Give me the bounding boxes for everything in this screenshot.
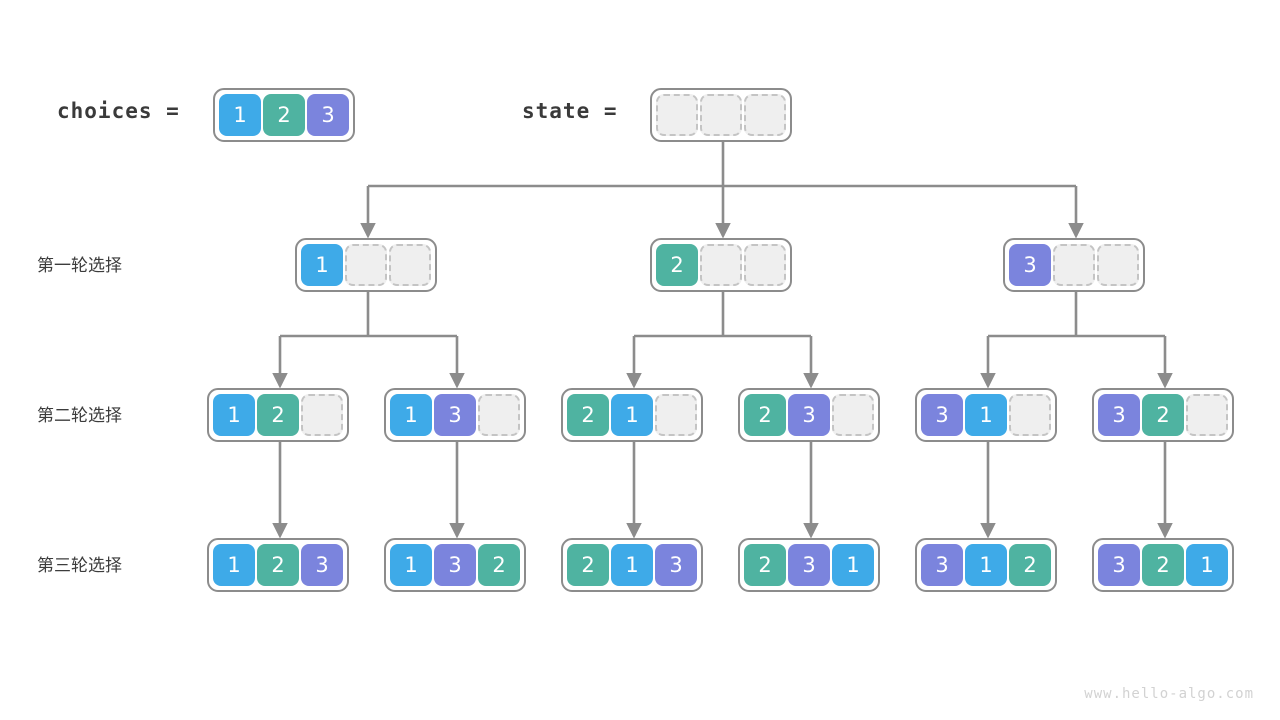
cell-value-2: 2 — [478, 544, 520, 586]
cell-value-2: 2 — [744, 394, 786, 436]
cell-value-1: 1 — [390, 544, 432, 586]
cell-empty — [1053, 244, 1095, 286]
cell-empty — [832, 394, 874, 436]
cell-value-3: 3 — [434, 544, 476, 586]
cell-value-2: 2 — [1009, 544, 1051, 586]
cell-value-2: 2 — [263, 94, 305, 136]
node-3: 3 — [1003, 238, 1145, 292]
cell-value-2: 2 — [257, 544, 299, 586]
cell-value-3: 3 — [788, 394, 830, 436]
cell-empty — [1097, 244, 1139, 286]
state-array — [650, 88, 792, 142]
cell-value-1: 1 — [611, 544, 653, 586]
cell-value-3: 3 — [921, 544, 963, 586]
cell-value-1: 1 — [301, 244, 343, 286]
cell-value-1: 1 — [965, 394, 1007, 436]
cell-empty — [700, 244, 742, 286]
cell-empty — [301, 394, 343, 436]
cell-value-3: 3 — [1098, 544, 1140, 586]
cell-value-1: 1 — [213, 394, 255, 436]
cell-empty — [700, 94, 742, 136]
cell-value-1: 1 — [1186, 544, 1228, 586]
cell-empty — [1186, 394, 1228, 436]
row-label-round-2: 第二轮选择 — [37, 406, 122, 426]
cell-value-1: 1 — [832, 544, 874, 586]
cell-value-1: 1 — [213, 544, 255, 586]
cell-value-3: 3 — [1009, 244, 1051, 286]
cell-value-3: 3 — [655, 544, 697, 586]
cell-value-2: 2 — [656, 244, 698, 286]
cell-value-3: 3 — [1098, 394, 1140, 436]
cell-empty — [744, 244, 786, 286]
cell-empty — [478, 394, 520, 436]
cell-value-3: 3 — [921, 394, 963, 436]
choices-label: choices = — [57, 99, 180, 123]
cell-value-3: 3 — [788, 544, 830, 586]
cell-value-2: 2 — [567, 544, 609, 586]
cell-empty — [1009, 394, 1051, 436]
cell-value-3: 3 — [307, 94, 349, 136]
cell-value-2: 2 — [1142, 394, 1184, 436]
cell-empty — [655, 394, 697, 436]
cell-empty — [656, 94, 698, 136]
row-label-round-1: 第一轮选择 — [37, 256, 122, 276]
cell-empty — [345, 244, 387, 286]
state-label: state = — [522, 99, 618, 123]
cell-value-1: 1 — [390, 394, 432, 436]
cell-value-3: 3 — [434, 394, 476, 436]
cell-empty — [389, 244, 431, 286]
cell-empty — [744, 94, 786, 136]
cell-value-1: 1 — [965, 544, 1007, 586]
cell-value-2: 2 — [257, 394, 299, 436]
cell-value-2: 2 — [1142, 544, 1184, 586]
cell-value-1: 1 — [219, 94, 261, 136]
node-1: 1 — [295, 238, 437, 292]
row-label-round-3: 第三轮选择 — [37, 556, 122, 576]
node-2: 2 — [650, 238, 792, 292]
cell-value-3: 3 — [301, 544, 343, 586]
cell-value-1: 1 — [611, 394, 653, 436]
watermark: www.hello-algo.com — [1084, 686, 1254, 702]
cell-value-2: 2 — [744, 544, 786, 586]
cell-value-2: 2 — [567, 394, 609, 436]
